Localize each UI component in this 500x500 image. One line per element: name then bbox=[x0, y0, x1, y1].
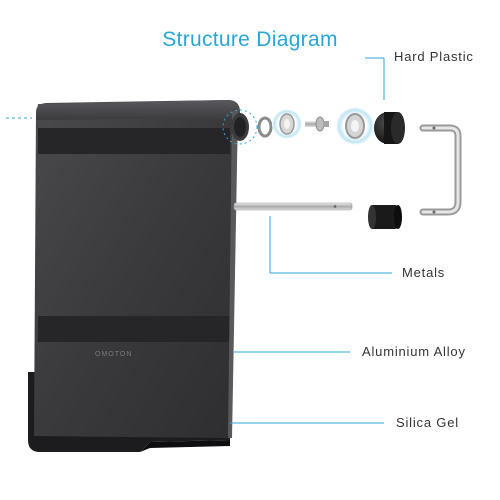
hinge-washer bbox=[257, 116, 273, 138]
diagram-title: Structure Diagram bbox=[162, 28, 338, 51]
hard-plastic-cap-bottom bbox=[368, 205, 402, 229]
body-band-upper bbox=[38, 128, 230, 154]
hard-plastic-cap-top bbox=[374, 112, 405, 144]
aluminium-alloy-body bbox=[34, 100, 240, 438]
hinge-disc-1 bbox=[272, 109, 302, 139]
label-aluminium-alloy: Aluminium Alloy bbox=[362, 344, 466, 359]
label-silica-gel: Silica Gel bbox=[396, 415, 459, 430]
label-hard-plastic: Hard Plastic bbox=[394, 49, 474, 64]
metal-rod bbox=[233, 202, 353, 211]
label-metals: Metals bbox=[402, 265, 446, 280]
hinge-end-cap bbox=[222, 109, 258, 145]
metal-u-bracket bbox=[419, 124, 462, 216]
brand-mark: OMOTON bbox=[95, 351, 132, 358]
hinge-disc-2 bbox=[336, 107, 374, 145]
hinge-screw bbox=[305, 116, 329, 132]
body-band-lower bbox=[38, 316, 230, 342]
